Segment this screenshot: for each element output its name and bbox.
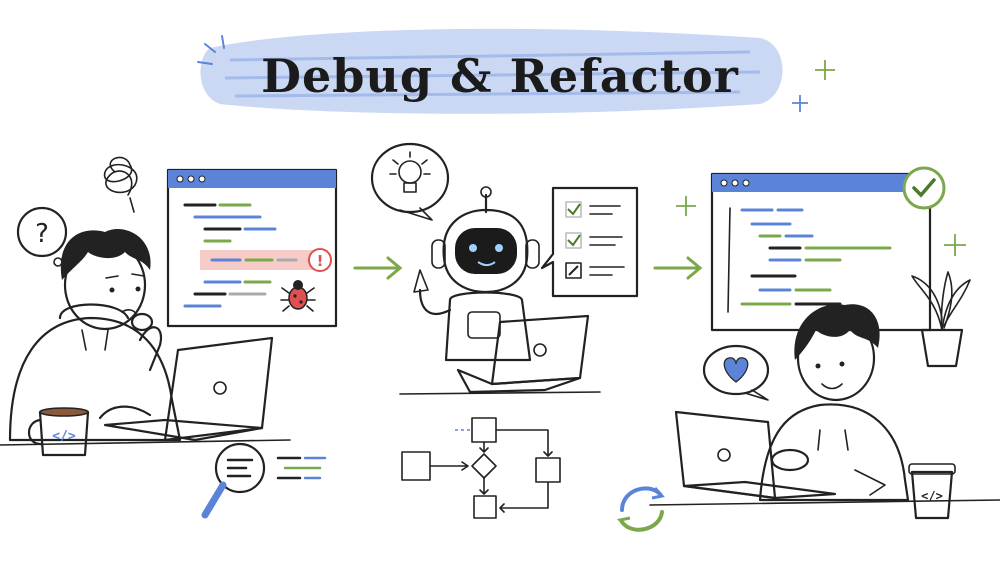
sparkle-icon [944,234,966,256]
lightbulb-bubble [370,142,450,221]
coffee-cup: </> [908,463,956,520]
question-bubble: ? [16,206,68,267]
plant-icon [911,271,971,368]
desk-right [649,499,1000,506]
question-icon: ? [35,219,49,249]
check-icon [565,232,582,249]
arrow-right-icon [353,256,403,280]
magnifying-glass-icon [201,442,327,519]
heart-icon [723,357,749,383]
desk-middle [399,391,601,395]
check-icon [902,166,946,210]
person-refactoring [758,304,910,502]
sparkle-icon [815,60,835,80]
robot-assistant: </> [413,186,540,362]
confusion-scribble [104,156,138,213]
error-icon: ! [308,248,332,272]
code-tag-icon: </> [473,319,495,333]
bug-icon [280,280,316,312]
debug-code-window: ! [166,168,338,328]
refactored-code-window [710,166,946,332]
laptop-left [98,336,274,442]
sparkle-icon [197,35,225,65]
flowchart-diagram [401,417,561,519]
wrench-icon [565,262,582,279]
svg-text:!: ! [317,252,324,270]
sparkle-icon [676,196,696,216]
heart-bubble [702,344,770,401]
check-icon [565,201,582,218]
checklist-card [540,186,639,298]
coffee-mug: </> [27,407,90,457]
arrow-right-icon [653,256,703,280]
sparkle-icon [792,95,808,112]
person-debugging [8,229,182,442]
laptop-right [674,410,837,500]
code-tag-icon: </> [921,489,943,503]
page-title: Debug & Refactor [261,49,739,103]
code-tag-icon: </> [52,429,76,444]
refresh-cycle-icon [616,486,665,532]
lightbulb-icon [389,151,431,193]
laptop-middle [456,314,590,394]
title-banner: Debug & Refactor [197,28,835,114]
desk-left [0,439,291,446]
